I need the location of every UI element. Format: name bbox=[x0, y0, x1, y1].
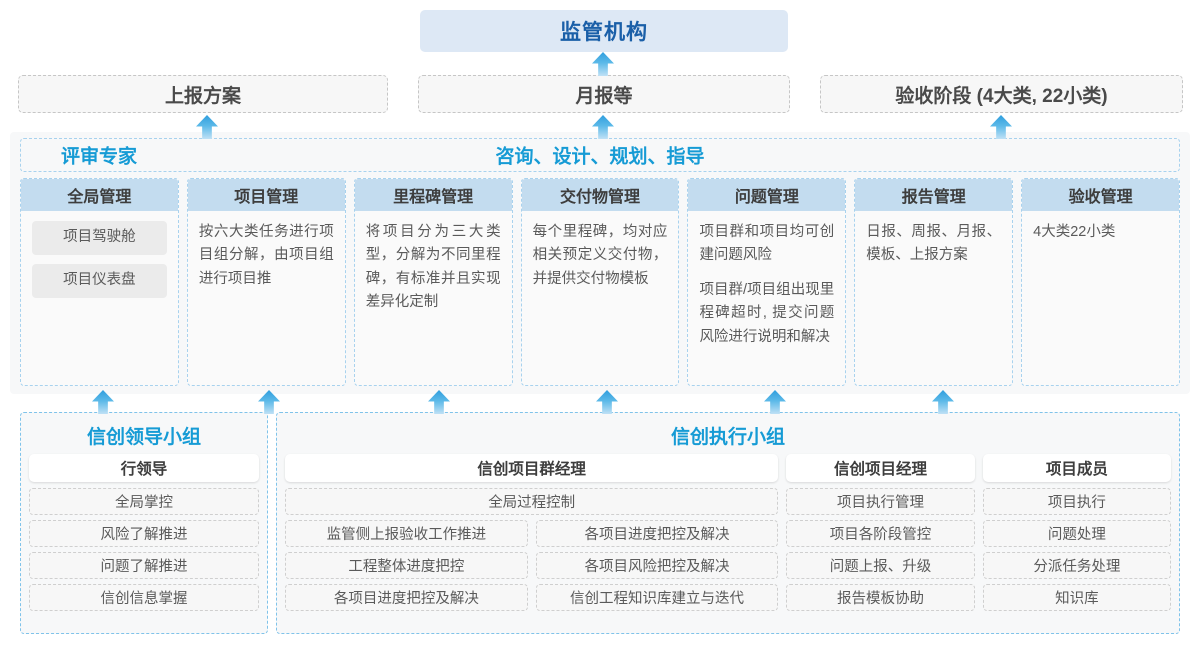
task-item[interactable]: 项目执行 bbox=[982, 488, 1171, 515]
middle-panel: 咨询、设计、规划、指导 评审专家 全局管理 项目驾驶舱 项目仪表盘 项目管理 按… bbox=[10, 132, 1190, 394]
card-paragraph: 日报、周报、月报、模板、上报方案 bbox=[866, 224, 1002, 264]
program-manager-subcolumns: 监管侧上报验收工作推进 工程整体进度把控 各项目进度把控及解决 各项目进度把控及… bbox=[285, 520, 779, 611]
pill-item[interactable]: 项目仪表盘 bbox=[32, 264, 167, 298]
task-item[interactable]: 信创信息掌握 bbox=[29, 584, 259, 611]
column-program-manager: 信创项目群经理 全局过程控制 监管侧上报验收工作推进 工程整体进度把控 各项目进… bbox=[285, 454, 779, 611]
management-cards: 全局管理 项目驾驶舱 项目仪表盘 项目管理 按六大类任务进行项目组分解，由项目组… bbox=[20, 178, 1181, 386]
card-title: 交付物管理 bbox=[521, 179, 679, 211]
card-project-management[interactable]: 项目管理 按六大类任务进行项目组分解，由项目组进行项目推 bbox=[186, 178, 346, 386]
card-deliverable-management[interactable]: 交付物管理 每个里程碑，均对应相关预定义交付物，并提供交付物模板 bbox=[520, 178, 680, 386]
task-item[interactable]: 各项目进度把控及解决 bbox=[285, 584, 528, 611]
task-item[interactable]: 工程整体进度把控 bbox=[285, 552, 528, 579]
middle-panel-header: 咨询、设计、规划、指导 评审专家 bbox=[20, 138, 1180, 172]
leadership-columns: 行领导 全局掌控 风险了解推进 问题了解推进 信创信息掌握 bbox=[21, 448, 267, 611]
consulting-label: 咨询、设计、规划、指导 bbox=[495, 146, 705, 168]
card-body: 将项目分为三大类型，分解为不同里程碑，有标准并且实现差异化定制 bbox=[355, 211, 512, 385]
report-label-plan: 上报方案 bbox=[164, 85, 241, 107]
task-item[interactable]: 分派任务处理 bbox=[982, 552, 1171, 579]
report-box-monthly[interactable]: 月报等 bbox=[418, 75, 790, 113]
group-leadership: 信创领导小组 行领导 全局掌控 风险了解推进 问题了解推进 信创信息掌握 bbox=[20, 412, 268, 634]
program-manager-left-tasks: 监管侧上报验收工作推进 工程整体进度把控 各项目进度把控及解决 bbox=[285, 520, 528, 611]
role-bank-leader[interactable]: 行领导 bbox=[29, 454, 259, 482]
card-paragraph: 项目群/项目组出现里程碑超时, 提交问题风险进行说明和解决 bbox=[699, 281, 835, 345]
role-project-member[interactable]: 项目成员 bbox=[982, 454, 1171, 482]
role-program-manager[interactable]: 信创项目群经理 bbox=[285, 454, 779, 482]
card-title: 问题管理 bbox=[688, 179, 846, 211]
card-body: 日报、周报、月报、模板、上报方案 bbox=[855, 211, 1012, 385]
task-item[interactable]: 全局掌控 bbox=[29, 488, 259, 515]
card-report-management[interactable]: 报告管理 日报、周报、月报、模板、上报方案 bbox=[854, 178, 1014, 386]
card-paragraph: 将项目分为三大类型，分解为不同里程碑，有标准并且实现差异化定制 bbox=[365, 224, 501, 311]
card-issue-management[interactable]: 问题管理 项目群和项目均可创建问题风险 项目群/项目组出现里程碑超时, 提交问题… bbox=[687, 178, 847, 386]
column-project-member: 项目成员 项目执行 问题处理 分派任务处理 知识库 bbox=[982, 454, 1171, 611]
program-manager-right-tasks: 各项目进度把控及解决 各项目风险把控及解决 信创工程知识库建立与迭代 bbox=[535, 520, 779, 611]
group-leadership-title: 信创领导小组 bbox=[86, 427, 201, 448]
card-title: 全局管理 bbox=[21, 179, 178, 211]
report-row: 上报方案 月报等 验收阶段 (4大类, 22小类) bbox=[0, 75, 1200, 115]
report-box-acceptance[interactable]: 验收阶段 (4大类, 22小类) bbox=[820, 75, 1183, 113]
card-body: 每个里程碑，均对应相关预定义交付物，并提供交付物模板 bbox=[522, 211, 679, 385]
card-title: 里程碑管理 bbox=[354, 179, 512, 211]
group-execution-title: 信创执行小组 bbox=[670, 427, 785, 448]
task-item[interactable]: 监管侧上报验收工作推进 bbox=[285, 520, 528, 547]
task-item[interactable]: 问题了解推进 bbox=[29, 552, 259, 579]
task-item[interactable]: 项目执行管理 bbox=[786, 488, 975, 515]
task-item[interactable]: 项目各阶段管控 bbox=[786, 520, 975, 547]
leadership-column: 行领导 全局掌控 风险了解推进 问题了解推进 信创信息掌握 bbox=[29, 454, 259, 611]
card-paragraph: 每个里程碑，均对应相关预定义交付物，并提供交付物模板 bbox=[532, 224, 668, 287]
task-item[interactable]: 信创工程知识库建立与迭代 bbox=[535, 584, 779, 611]
bottom-groups: 信创领导小组 行领导 全局掌控 风险了解推进 问题了解推进 信创信息掌握 信创执… bbox=[10, 412, 1190, 640]
column-project-manager: 信创项目经理 项目执行管理 项目各阶段管控 问题上报、升级 报告模板协助 bbox=[786, 454, 975, 611]
report-label-monthly: 月报等 bbox=[575, 85, 633, 107]
card-title: 项目管理 bbox=[187, 179, 345, 211]
task-item[interactable]: 各项目风险把控及解决 bbox=[535, 552, 779, 579]
role-project-manager[interactable]: 信创项目经理 bbox=[786, 454, 975, 482]
card-paragraph: 按六大类任务进行项目组分解，由项目组进行项目推 bbox=[198, 224, 334, 287]
card-paragraph: 项目群和项目均可创建问题风险 bbox=[699, 224, 835, 264]
review-expert-label: 评审专家 bbox=[61, 146, 138, 168]
execution-columns: 信创项目群经理 全局过程控制 监管侧上报验收工作推进 工程整体进度把控 各项目进… bbox=[277, 448, 1179, 611]
task-item[interactable]: 全局过程控制 bbox=[285, 488, 779, 515]
report-box-plan[interactable]: 上报方案 bbox=[18, 75, 388, 113]
arrow-up-icon bbox=[592, 52, 614, 76]
task-item[interactable]: 问题处理 bbox=[982, 520, 1171, 547]
task-item[interactable]: 问题上报、升级 bbox=[786, 552, 975, 579]
card-milestone-management[interactable]: 里程碑管理 将项目分为三大类型，分解为不同里程碑，有标准并且实现差异化定制 bbox=[353, 178, 513, 386]
report-label-acceptance: 验收阶段 (4大类, 22小类) bbox=[895, 85, 1108, 107]
card-acceptance-management[interactable]: 验收管理 4大类22小类 bbox=[1021, 178, 1181, 386]
task-item[interactable]: 知识库 bbox=[982, 584, 1171, 611]
card-body: 按六大类任务进行项目组分解，由项目组进行项目推 bbox=[188, 211, 345, 385]
card-title: 报告管理 bbox=[855, 179, 1013, 211]
pill-item[interactable]: 项目驾驶舱 bbox=[32, 221, 167, 255]
card-body: 4大类22小类 bbox=[1022, 211, 1179, 385]
card-body: 项目驾驶舱 项目仪表盘 bbox=[21, 211, 178, 385]
card-paragraph: 4大类22小类 bbox=[1033, 224, 1116, 240]
card-body: 项目群和项目均可创建问题风险 项目群/项目组出现里程碑超时, 提交问题风险进行说… bbox=[688, 211, 845, 385]
task-item[interactable]: 报告模板协助 bbox=[786, 584, 975, 611]
group-execution: 信创执行小组 信创项目群经理 全局过程控制 监管侧上报验收工作推进 工程整体进度… bbox=[276, 412, 1180, 634]
card-global-management[interactable]: 全局管理 项目驾驶舱 项目仪表盘 bbox=[20, 178, 179, 386]
card-title: 验收管理 bbox=[1022, 179, 1180, 211]
task-item[interactable]: 各项目进度把控及解决 bbox=[535, 520, 779, 547]
regulatory-authority-label: 监管机构 bbox=[560, 21, 648, 44]
task-item[interactable]: 风险了解推进 bbox=[29, 520, 259, 547]
regulatory-authority-box: 监管机构 bbox=[420, 10, 788, 52]
